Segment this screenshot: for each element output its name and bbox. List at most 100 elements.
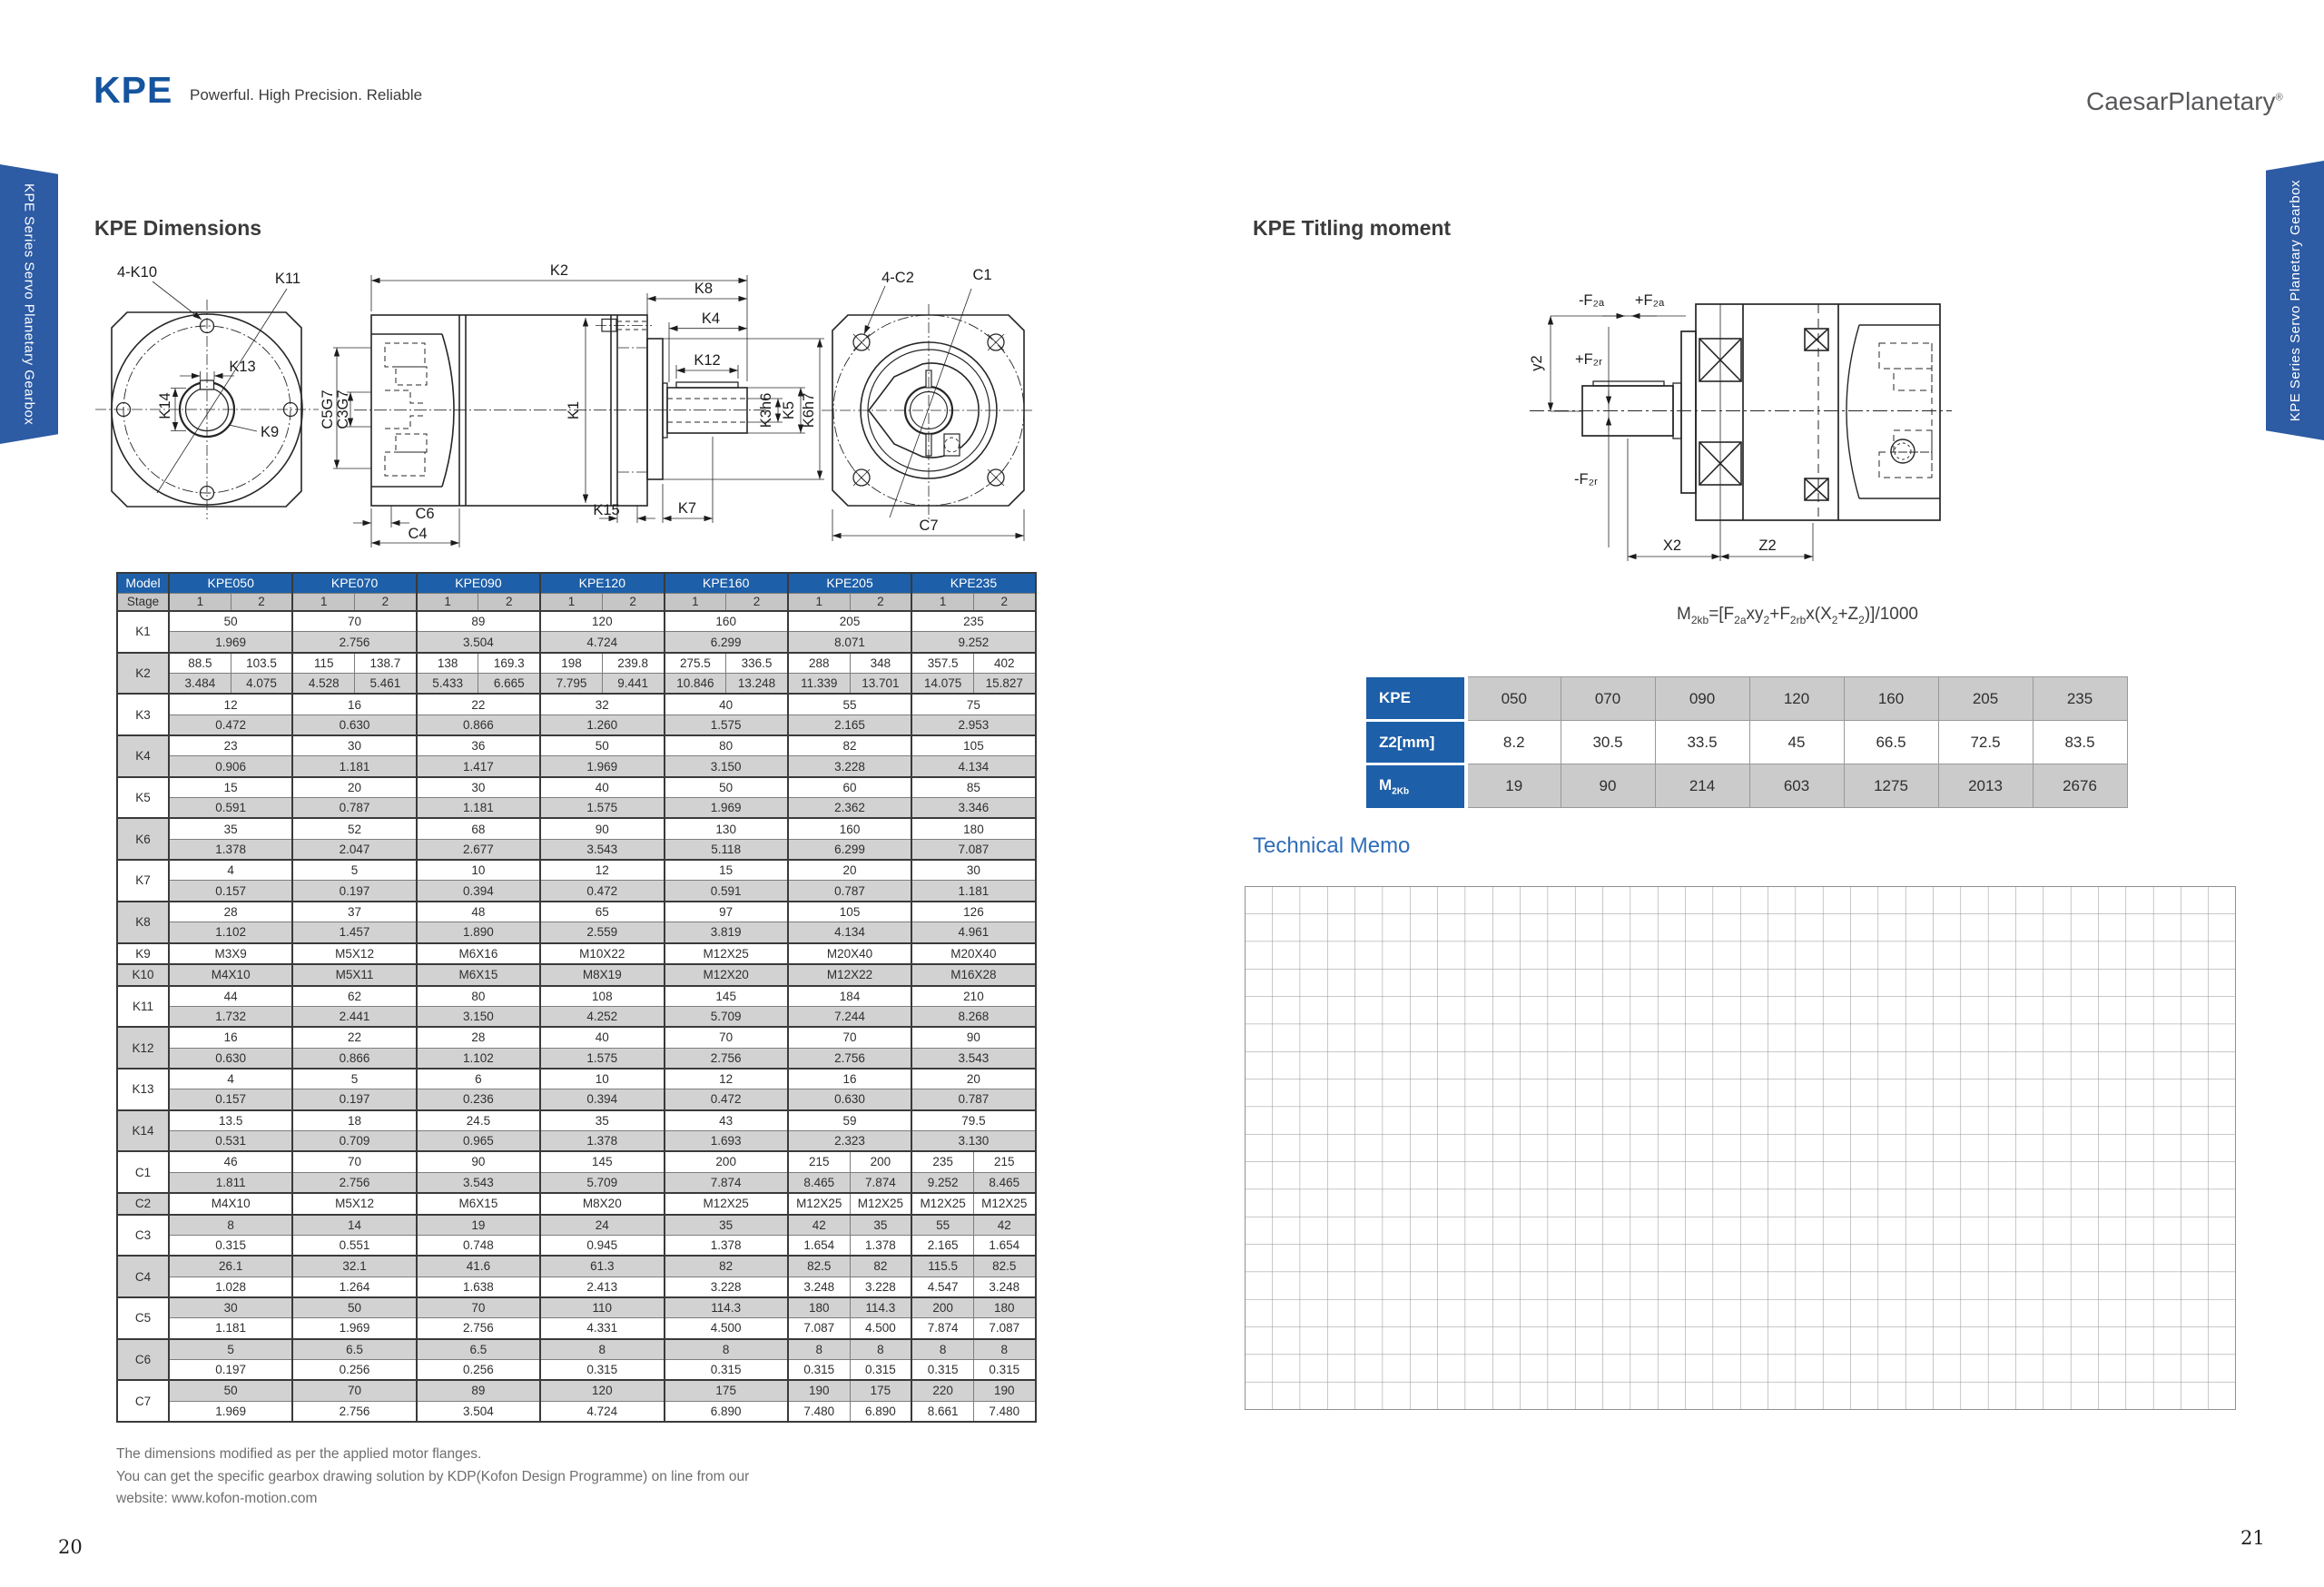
dim-cell: 50 <box>539 734 665 757</box>
dim-label: C7 <box>919 518 938 534</box>
dim-cell: 275.5 <box>663 651 727 675</box>
moment-cell: 235 <box>2032 676 2128 721</box>
formula-text: =[F <box>1709 605 1735 624</box>
memo-section-title: Technical Memo <box>1253 833 1411 858</box>
dim-cell: 6.5 <box>416 1337 542 1360</box>
dim-cell: 68 <box>416 817 542 840</box>
dim-cell: 0.965 <box>416 1129 542 1152</box>
dim-cell: 1.417 <box>416 755 542 778</box>
dim-cell: 13.701 <box>849 673 913 695</box>
dim-cell: M5X12 <box>291 941 418 965</box>
dim-cell: M4X10 <box>168 1192 294 1216</box>
dim-cell: 1.575 <box>539 1047 665 1070</box>
dim-cell: 1.890 <box>416 922 542 943</box>
dim-label: K2 <box>550 262 568 279</box>
dim-cell: 3.504 <box>416 631 542 654</box>
dim-cell: 0.787 <box>787 880 913 902</box>
dim-cell: 0.787 <box>911 1089 1037 1111</box>
row-label: K8 <box>116 900 170 943</box>
dim-cell: 97 <box>663 900 789 923</box>
dim-cell: 4.500 <box>849 1317 913 1340</box>
dim-cell: 0.906 <box>168 755 294 778</box>
formula-subscript: 2 <box>1831 614 1838 626</box>
dim-cell: 8 <box>168 1213 294 1236</box>
dim-cell: 1.378 <box>849 1234 913 1257</box>
dim-cell: 6.665 <box>478 673 542 695</box>
dim-cell: 90 <box>539 817 665 840</box>
dim-cell: M12X25 <box>663 941 789 965</box>
dim-cell: 35 <box>663 1213 789 1236</box>
dim-cell: 103.5 <box>230 651 294 675</box>
stage-cell: 2 <box>725 592 789 612</box>
dim-label: K13 <box>229 359 255 375</box>
dim-label: K8 <box>694 281 713 297</box>
dim-cell: 4 <box>168 859 294 882</box>
dim-cell: 0.394 <box>539 1089 665 1111</box>
dim-cell: 1.654 <box>787 1234 851 1257</box>
dim-label: C5G7 <box>320 389 336 429</box>
dim-cell: 115.5 <box>911 1255 974 1277</box>
dim-cell: 35 <box>168 817 294 840</box>
dim-cell: 2.165 <box>911 1234 974 1257</box>
dim-cell: 200 <box>911 1296 974 1319</box>
dim-cell: 70 <box>416 1296 542 1319</box>
dim-cell: 0.315 <box>911 1358 974 1381</box>
dim-cell: 1.654 <box>972 1234 1037 1257</box>
row-label: K14 <box>116 1109 170 1152</box>
stage-cell: 2 <box>230 592 294 612</box>
stage-cell: 2 <box>601 592 665 612</box>
moment-cell: 1275 <box>1843 764 1939 808</box>
dim-cell: 8 <box>663 1337 789 1360</box>
dim-cell: 2.441 <box>291 1005 418 1028</box>
dim-cell: 1.102 <box>416 1047 542 1070</box>
moment-cell: 070 <box>1560 676 1656 721</box>
dim-cell: 12 <box>168 693 294 715</box>
stage-cell: 2 <box>972 592 1037 612</box>
dim-cell: M5X11 <box>291 963 418 987</box>
dim-cell: 50 <box>168 610 294 633</box>
model-header: KPE070 <box>291 572 418 594</box>
dim-cell: 28 <box>416 1026 542 1049</box>
dim-cell: 0.256 <box>291 1358 418 1381</box>
dim-cell: 160 <box>663 610 789 633</box>
stage-cell: 1 <box>911 592 974 612</box>
moment-row-label: Z2[mm] <box>1366 720 1468 765</box>
dim-cell: 9.441 <box>601 673 665 695</box>
dim-cell: 0.315 <box>539 1358 665 1381</box>
dim-cell: 6.5 <box>291 1337 418 1360</box>
stage-cell: 1 <box>539 592 603 612</box>
row-label: C3 <box>116 1213 170 1257</box>
moment-cell: 603 <box>1748 764 1845 808</box>
dim-cell: 7.874 <box>911 1317 974 1340</box>
dim-cell: 6.299 <box>787 838 913 861</box>
dim-cell: 175 <box>849 1379 913 1402</box>
row-label: K5 <box>116 775 170 819</box>
dim-cell: 1.181 <box>911 880 1037 902</box>
dim-cell: 82 <box>663 1255 789 1277</box>
dim-label: +F₂ₐ <box>1635 292 1665 309</box>
dim-cell: 46 <box>168 1150 294 1173</box>
dim-cell: 1.264 <box>291 1276 418 1298</box>
dim-cell: 357.5 <box>911 651 974 675</box>
dim-cell: 2.756 <box>787 1047 913 1070</box>
formula-text: M <box>1677 605 1691 624</box>
dim-cell: 0.315 <box>849 1358 913 1381</box>
stage-cell: 1 <box>663 592 727 612</box>
dim-cell: 0.256 <box>416 1358 542 1381</box>
dim-cell: 36 <box>416 734 542 757</box>
dim-cell: 32.1 <box>291 1255 418 1277</box>
dim-cell: 8 <box>849 1337 913 1360</box>
moment-cell: 214 <box>1654 764 1750 808</box>
row-label: K1 <box>116 610 170 654</box>
dim-cell: 288 <box>787 651 851 675</box>
row-label: C7 <box>116 1379 170 1423</box>
dim-cell: 8.268 <box>911 1005 1037 1028</box>
dim-label: +F₂ᵣ <box>1575 351 1602 368</box>
dim-cell: 82 <box>787 734 913 757</box>
dim-cell: 6.299 <box>663 631 789 654</box>
side-tab-right: KPE Series Servo Planetary Gearbox <box>2266 161 2324 440</box>
dim-cell: 0.236 <box>416 1089 542 1111</box>
moment-formula: M2kb=[F2axy2+F2rbx(X2+Z2)]/1000 <box>1625 605 1970 626</box>
